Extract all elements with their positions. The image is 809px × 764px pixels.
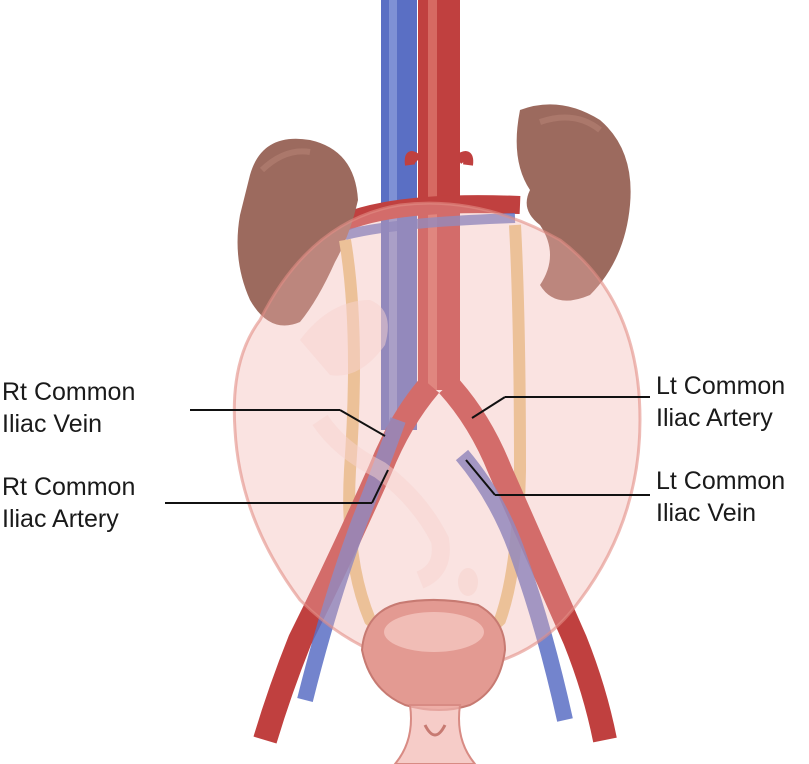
leader-lt-artery-diag <box>471 396 506 419</box>
label-lt-artery-line1: Lt Common <box>656 372 786 400</box>
gravid-uterus <box>232 201 642 672</box>
label-rt-common-iliac-artery: Rt Common Iliac Artery <box>2 471 135 535</box>
label-lt-artery-line2: Iliac Artery <box>656 404 773 432</box>
aorta <box>404 0 474 390</box>
leader-lines <box>165 396 650 504</box>
leader-rt-artery-diag <box>371 469 389 504</box>
label-rt-vein-line1: Rt Common <box>2 378 136 406</box>
label-rt-common-iliac-vein: Rt Common Iliac Vein <box>2 376 135 440</box>
label-lt-common-iliac-artery: Lt Common Iliac Artery <box>656 370 785 434</box>
leader-lt-vein-diag <box>465 459 496 496</box>
leader-rt-vein-diag <box>339 409 386 437</box>
iliac-veins <box>297 417 573 722</box>
label-rt-vein-line2: Iliac Vein <box>2 410 103 438</box>
label-rt-artery-line2: Iliac Artery <box>2 505 119 533</box>
label-lt-common-iliac-vein: Lt Common Iliac Vein <box>656 465 785 529</box>
cervix <box>393 704 477 764</box>
bladder <box>360 598 507 711</box>
right-kidney <box>237 138 358 326</box>
label-lt-vein-line2: Iliac Vein <box>656 499 757 527</box>
label-lt-vein-line1: Lt Common <box>656 467 786 495</box>
left-kidney <box>516 104 631 301</box>
label-rt-artery-line1: Rt Common <box>2 473 136 501</box>
